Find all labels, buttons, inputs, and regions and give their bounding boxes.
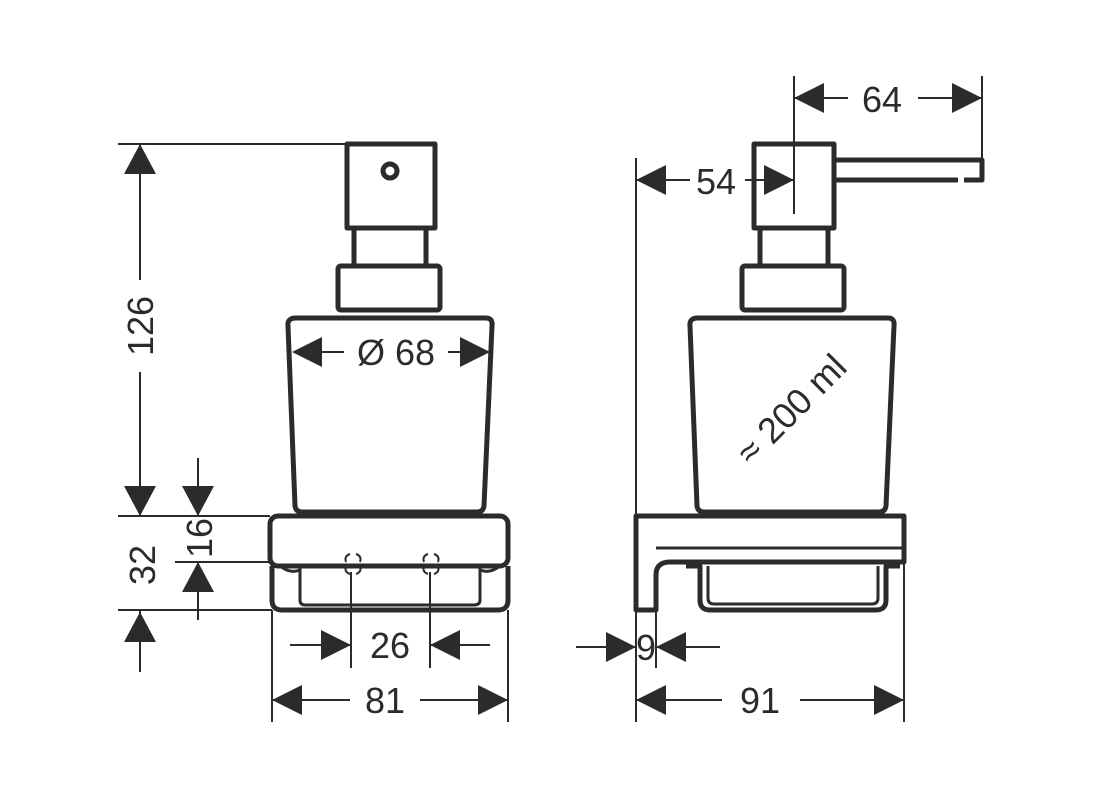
side-view [633, 141, 985, 613]
dim-64-label: 64 [862, 79, 902, 120]
front-view [267, 141, 511, 613]
dim-9-label: 9 [636, 627, 656, 668]
front-pump-head [344, 141, 438, 231]
dim-91-label: 91 [740, 680, 780, 721]
dim-16-label: 16 [179, 518, 220, 558]
dim-81-label: 81 [365, 680, 405, 721]
front-holder-inner [298, 566, 482, 607]
side-tray [686, 563, 900, 613]
front-holder-clip-left [279, 564, 301, 573]
dim-126-arrow-top [124, 144, 156, 174]
dim-9-arrow-left [606, 632, 636, 662]
dim-16-arrow-bottom [182, 562, 214, 592]
dim-91-arrow-left [636, 685, 666, 715]
dim-9-arrow-right [656, 632, 686, 662]
dim-81-arrow-right [478, 685, 508, 715]
capacity-label: ≈ 200 ml [728, 346, 854, 472]
side-tray-inner [706, 566, 880, 606]
front-screw-hole-right [422, 553, 440, 575]
side-collar [739, 263, 847, 313]
dim-26-label: 26 [370, 625, 410, 666]
dim-126-arrow-bottom [124, 486, 156, 516]
dim-54-arrow-left [636, 165, 666, 195]
dim-91-arrow-right [874, 685, 904, 715]
side-glass-body [687, 315, 897, 515]
dim-64-arrow-left [794, 83, 824, 113]
dim-68-label: Ø 68 [357, 332, 435, 373]
dim-32-arrow [124, 612, 156, 642]
dim-16-arrow-top [182, 486, 214, 516]
side-dimensions: 64 54 ≈ 200 ml 9 91 [576, 76, 983, 722]
front-pump-stem [351, 225, 429, 269]
front-screw-hole-left [344, 553, 362, 575]
front-collar [335, 263, 443, 313]
front-pump-hole [380, 161, 400, 181]
dim-68-arrow-left [292, 337, 322, 367]
dim-26-arrow-right [430, 630, 460, 660]
dim-126-label: 126 [120, 296, 161, 356]
dim-54-arrow-right [764, 165, 794, 195]
front-holder-tray [269, 566, 511, 613]
front-dimensions: 126 Ø 68 32 16 26 81 [118, 143, 509, 722]
dim-68-arrow-right [460, 337, 490, 367]
dim-64-arrow-right [952, 83, 982, 113]
front-glass-body [285, 315, 495, 515]
side-wall-bracket [633, 513, 907, 613]
side-pump-stem [757, 225, 831, 269]
dim-54-label: 54 [696, 161, 736, 202]
dim-81-arrow-left [272, 685, 302, 715]
side-spout [834, 157, 985, 183]
front-holder-clip-right [479, 564, 501, 573]
dim-32-label: 32 [122, 545, 163, 585]
front-holder-top [267, 513, 511, 569]
dim-26-arrow-left [321, 630, 351, 660]
